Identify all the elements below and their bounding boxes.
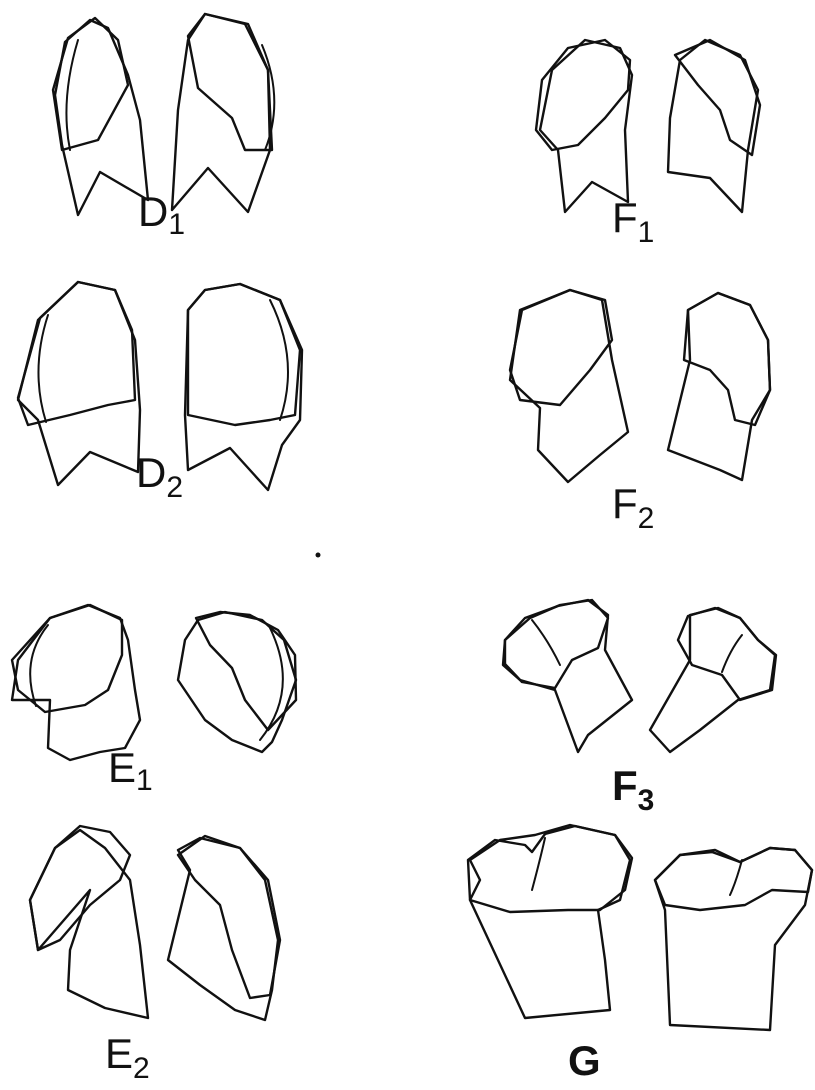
e1-left-bone (12, 605, 140, 760)
label-e2-letter: E (105, 1030, 133, 1077)
label-f2-sub: 2 (638, 502, 655, 535)
label-d1-sub: 1 (168, 208, 185, 241)
specimen-e2: E2 (30, 826, 280, 1085)
e2-right-bone (168, 836, 280, 1020)
specimen-e1: E1 (12, 605, 296, 797)
g-right-bone (655, 848, 812, 1030)
label-f1-letter: F (612, 194, 638, 241)
f3-right-bone (650, 608, 776, 752)
label-f1-sub: 1 (638, 216, 655, 249)
specimen-d2: D2 (18, 282, 302, 504)
svg-text:D1: D1 (138, 188, 185, 241)
e2-left-bone (30, 826, 148, 1018)
d1-right-bone (172, 14, 274, 212)
svg-text:E1: E1 (108, 744, 153, 797)
d1-left-bone (53, 18, 148, 215)
f2-right-bone (668, 293, 770, 480)
e1-right-bone (178, 612, 296, 752)
svg-text:E2: E2 (105, 1030, 150, 1085)
specimen-f2: F2 (510, 290, 770, 535)
f3-left-bone (503, 600, 632, 752)
label-e2-sub: 2 (133, 1052, 150, 1085)
label-f2-letter: F (612, 480, 638, 527)
svg-text:F3: F3 (612, 762, 654, 817)
label-f3-letter: F (612, 762, 638, 809)
label-d1-letter: D (138, 188, 168, 235)
g-left-bone (468, 825, 632, 1018)
d2-left-bone (18, 282, 140, 485)
f1-right-bone (668, 40, 760, 212)
specimen-f1: F1 (536, 40, 760, 249)
specimen-f3: F3 (503, 600, 776, 817)
label-e1-sub: 1 (136, 764, 153, 797)
d2-right-bone (185, 284, 302, 490)
label-e1-letter: E (108, 744, 136, 791)
specimen-d1: D1 (53, 14, 274, 241)
svg-text:F1: F1 (612, 194, 654, 249)
label-f3-sub: 3 (638, 784, 655, 817)
label-d2-sub: 2 (166, 471, 183, 504)
label-g-letter: G (568, 1037, 601, 1084)
stray-dot (316, 553, 321, 558)
svg-text:D2: D2 (136, 449, 183, 504)
f1-left-bone (536, 40, 632, 212)
f2-left-bone (510, 290, 628, 482)
label-d2-letter: D (136, 449, 166, 496)
specimen-g: G (468, 825, 812, 1084)
svg-text:F2: F2 (612, 480, 654, 535)
